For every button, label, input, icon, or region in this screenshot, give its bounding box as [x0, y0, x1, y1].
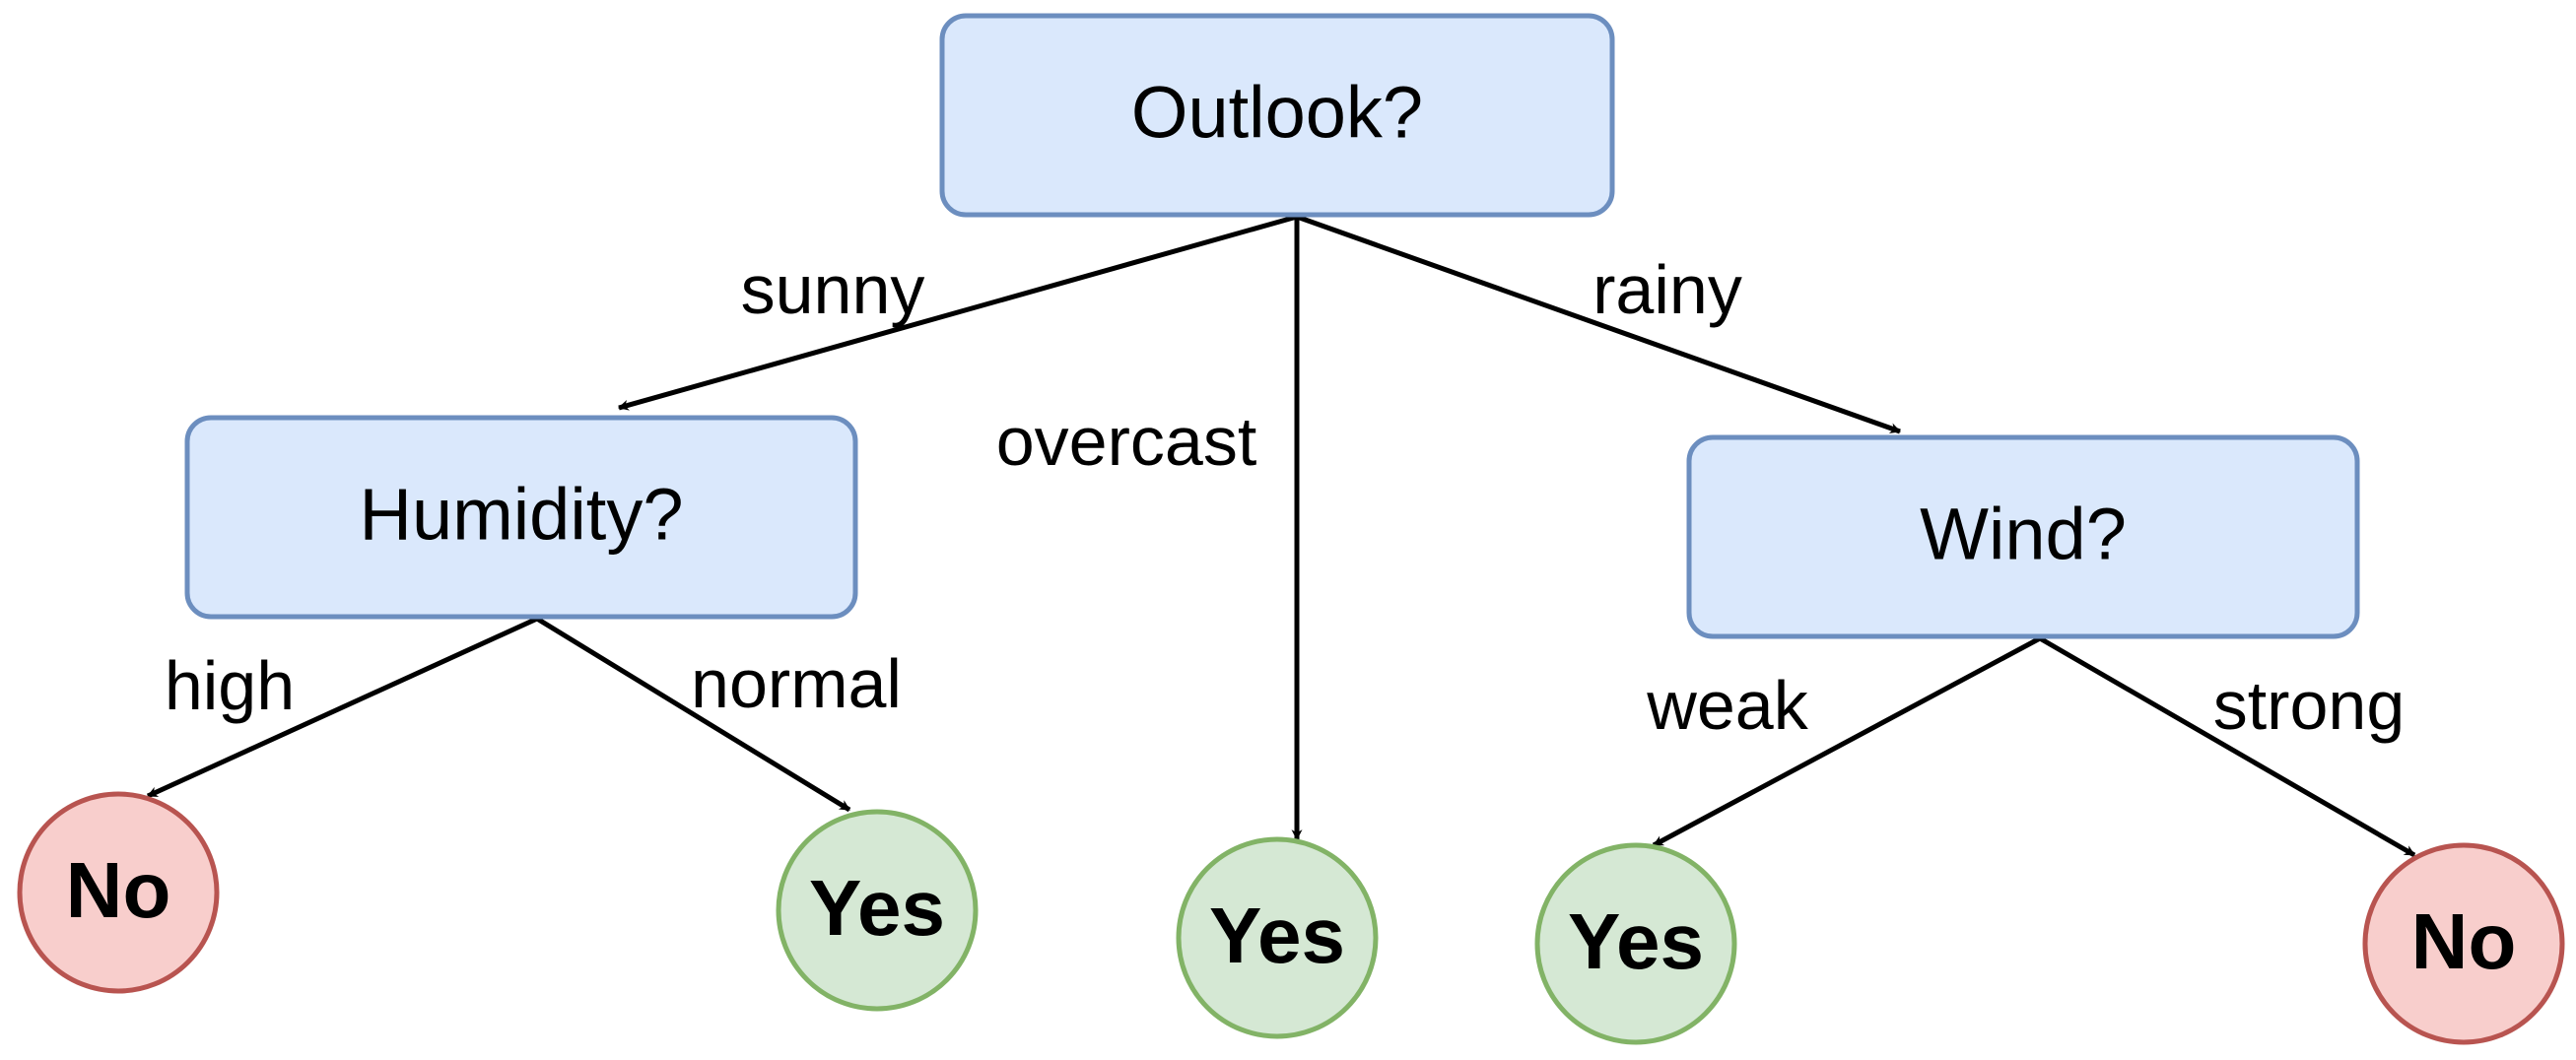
leaf-node-weak-label: Yes	[1568, 897, 1704, 985]
leaf-node-strong-circle	[2362, 842, 2565, 1045]
edge-sunny-arrow	[617, 214, 1298, 411]
leaf-node-strong-label: No	[2411, 897, 2517, 985]
decision-node-humidity-label: Humidity?	[360, 474, 684, 556]
decision-node-wind: Wind?	[1686, 434, 2360, 639]
edge-label-strong: strong	[2213, 667, 2406, 744]
edge-label-sunny: sunny	[741, 251, 925, 328]
edge-label-rainy: rainy	[1593, 251, 1742, 328]
decision-node-humidity: Humidity?	[184, 415, 858, 620]
leaf-node-weak-circle	[1534, 842, 1737, 1045]
decision-node-wind-box	[1686, 434, 2360, 639]
leaf-node-overcast-circle	[1176, 836, 1379, 1039]
edge-label-normal: normal	[691, 645, 902, 722]
edge-rainy-arrow	[1296, 214, 1902, 434]
leaf-node-normal-yes: Yes	[776, 809, 979, 1012]
leaf-node-weak-yes: Yes	[1534, 842, 1737, 1045]
edge-label-weak: weak	[1646, 667, 1808, 744]
edges	[146, 214, 2416, 858]
decision-node-outlook-label: Outlook?	[1131, 72, 1423, 154]
edge-normal-arrow	[535, 616, 851, 813]
decision-node-outlook: Outlook?	[939, 13, 1615, 218]
edge-label-high: high	[165, 647, 295, 724]
leaf-node-overcast-label: Yes	[1209, 892, 1345, 979]
edge-label-overcast: overcast	[996, 403, 1257, 480]
decision-node-outlook-box	[939, 13, 1615, 218]
leaf-node-normal-circle	[776, 809, 979, 1012]
edge-labels: sunny overcast rainy high normal weak st…	[165, 251, 2405, 744]
leaf-node-high-label: No	[66, 846, 171, 934]
edge-high-arrow	[146, 616, 539, 799]
decision-node-humidity-box	[184, 415, 858, 620]
decision-node-wind-label: Wind?	[1920, 494, 2127, 575]
leaf-node-high-no: No	[17, 791, 220, 994]
leaf-node-strong-no: No	[2362, 842, 2565, 1045]
leaf-node-high-circle	[17, 791, 220, 994]
edge-strong-arrow	[2038, 635, 2416, 858]
leaf-node-overcast-yes: Yes	[1176, 836, 1379, 1039]
edge-weak-arrow	[1652, 635, 2042, 848]
leaf-node-normal-label: Yes	[809, 864, 945, 952]
